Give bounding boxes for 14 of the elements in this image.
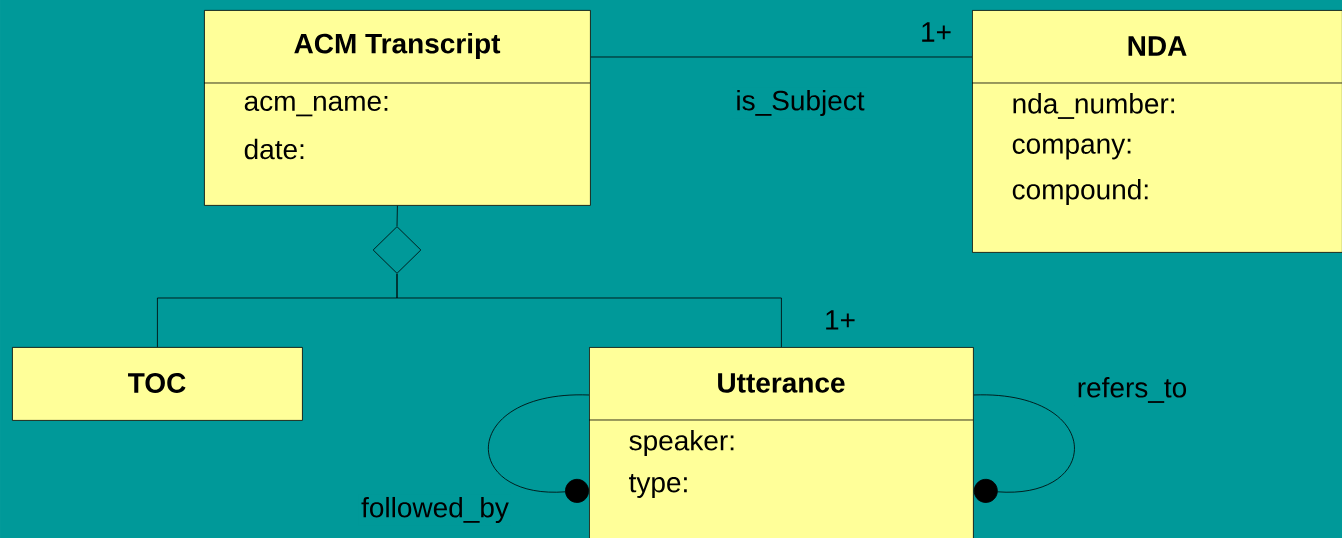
self-loop-connector bbox=[488, 394, 590, 503]
association-line bbox=[590, 56, 973, 58]
class-box: TOC bbox=[12, 347, 303, 421]
connector-line bbox=[396, 273, 782, 348]
multiplicity-label: 1+ bbox=[922, 22, 951, 42]
connector-line bbox=[396, 205, 398, 227]
class-box: ACM Transcript acm_name: date: bbox=[203, 10, 591, 206]
aggregation-diamond bbox=[372, 226, 422, 274]
class-box: NDA nda_number: company: compound: bbox=[971, 10, 1342, 253]
edge-label: refers_to bbox=[1074, 374, 1190, 406]
class-box: Utterance speaker: type: bbox=[588, 347, 974, 538]
edge-label: followed_by bbox=[358, 494, 512, 526]
edge-label: is_Subject bbox=[732, 87, 868, 119]
self-loop-connector bbox=[973, 394, 1075, 503]
